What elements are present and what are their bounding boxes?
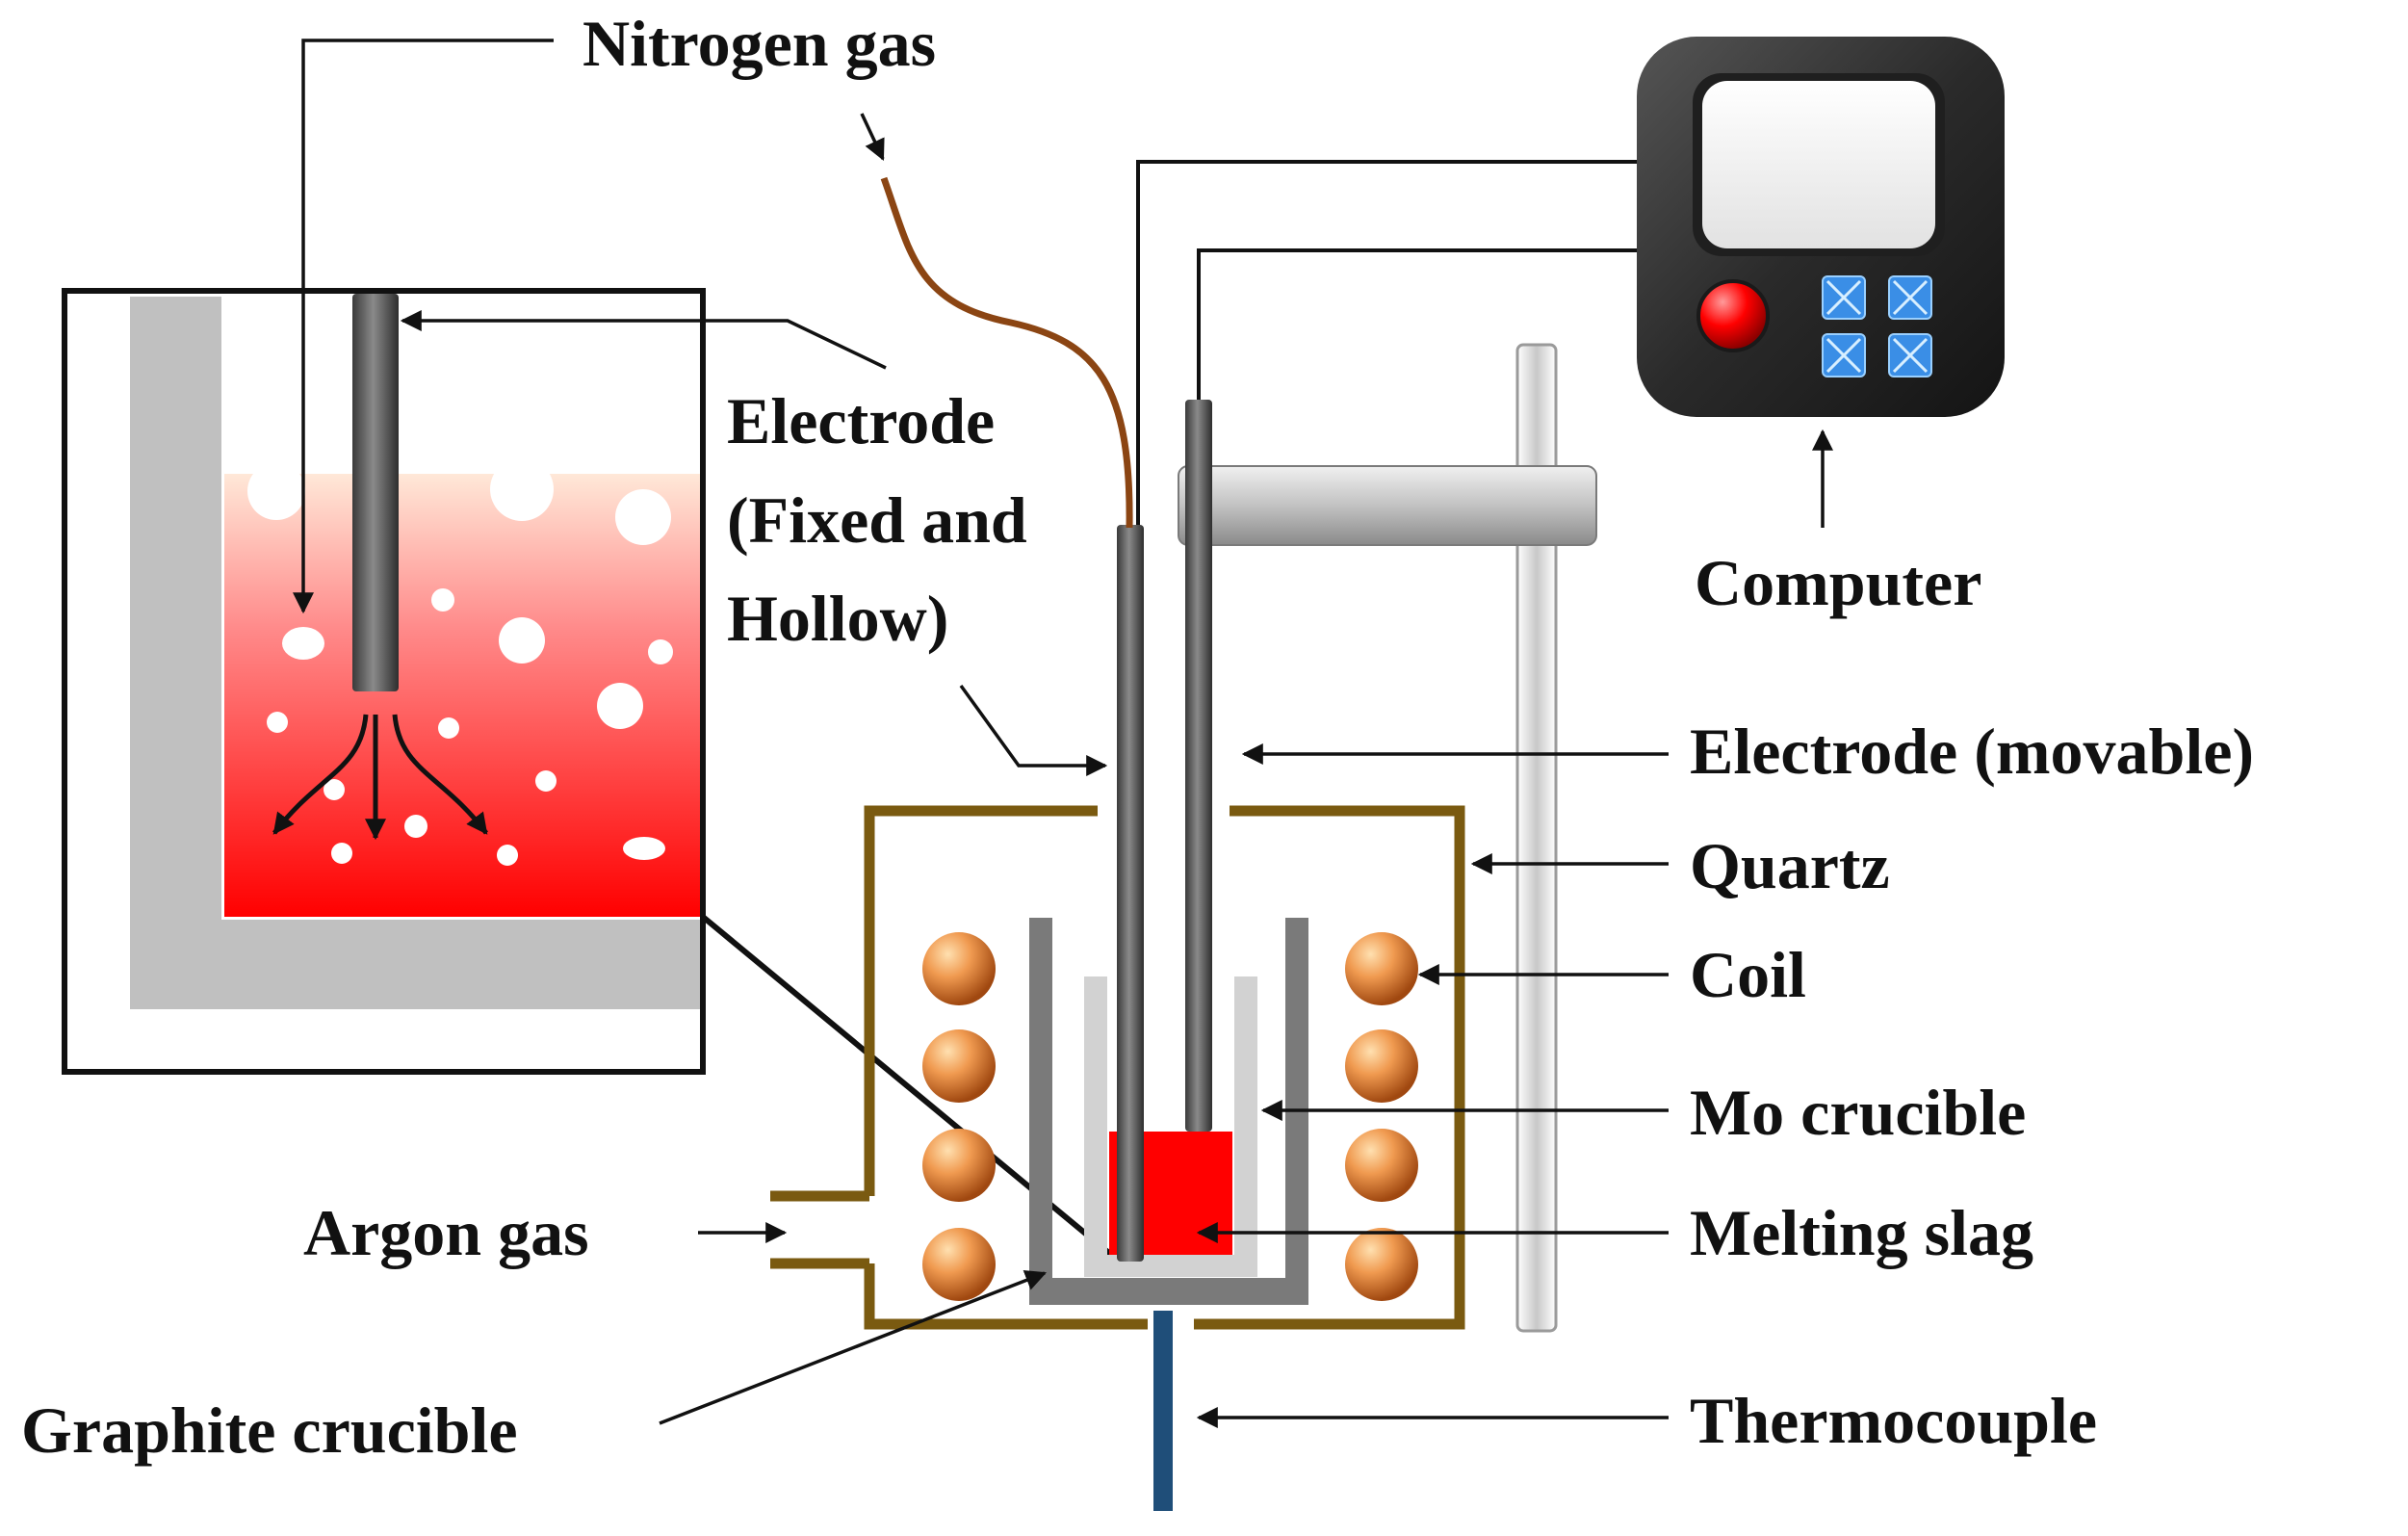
computer-wires: [1136, 160, 1637, 525]
electrode-fixed-leader-inset: [400, 310, 887, 370]
label-computer: Computer: [1695, 546, 1981, 619]
nitrogen-leader-inset: [293, 39, 554, 614]
label-electrode-fixed-3: Hollow): [727, 582, 948, 655]
label-electrode-fixed-1: Electrode: [727, 384, 995, 457]
support-rod: [1515, 343, 1558, 1333]
inset-crucible-wall: [130, 297, 700, 1009]
label-melting-slag: Melting slag: [1690, 1196, 2033, 1269]
label-mo-crucible: Mo crucible: [1690, 1076, 2026, 1149]
label-electrode-movable: Electrode (movable): [1690, 715, 2254, 788]
nitrogen-gas-tube: [880, 176, 1133, 529]
induction-coil: [922, 932, 1418, 1301]
label-nitrogen-gas: Nitrogen gas: [583, 7, 936, 80]
zoom-pointer-line: [701, 914, 1124, 1266]
label-coil: Coil: [1690, 938, 1806, 1011]
label-electrode-fixed-2: (Fixed and: [727, 483, 1027, 557]
label-argon-gas: Argon gas: [303, 1196, 589, 1269]
labels: Nitrogen gas Electrode (Fixed and Hollow…: [21, 7, 2254, 1467]
mo-crucible: [1084, 976, 1257, 1277]
graphite-crucible-leader: [659, 1269, 1048, 1425]
thermocouple-rod: [1153, 1311, 1173, 1511]
fixed-hollow-electrode: [1117, 525, 1144, 1262]
label-graphite-crucible: Graphite crucible: [21, 1393, 518, 1467]
electrode-fixed-leader: [959, 684, 1108, 776]
nitrogen-leader-tube: [860, 113, 885, 161]
movable-electrode: [1185, 400, 1212, 1132]
inset-electrode: [352, 294, 399, 691]
computer-controller-icon: [1637, 37, 2005, 417]
quartz-tube: [770, 805, 1465, 1330]
electrode-holder-arm: [1178, 465, 1597, 546]
inset-bubbles: [247, 457, 673, 866]
label-quartz: Quartz: [1690, 829, 1890, 902]
leader-arrows: [293, 39, 1833, 1428]
inset-gas-flow-arrows: [272, 714, 488, 841]
label-thermocouple: Thermocouple: [1690, 1384, 2097, 1457]
zoom-inset: [62, 288, 706, 1075]
